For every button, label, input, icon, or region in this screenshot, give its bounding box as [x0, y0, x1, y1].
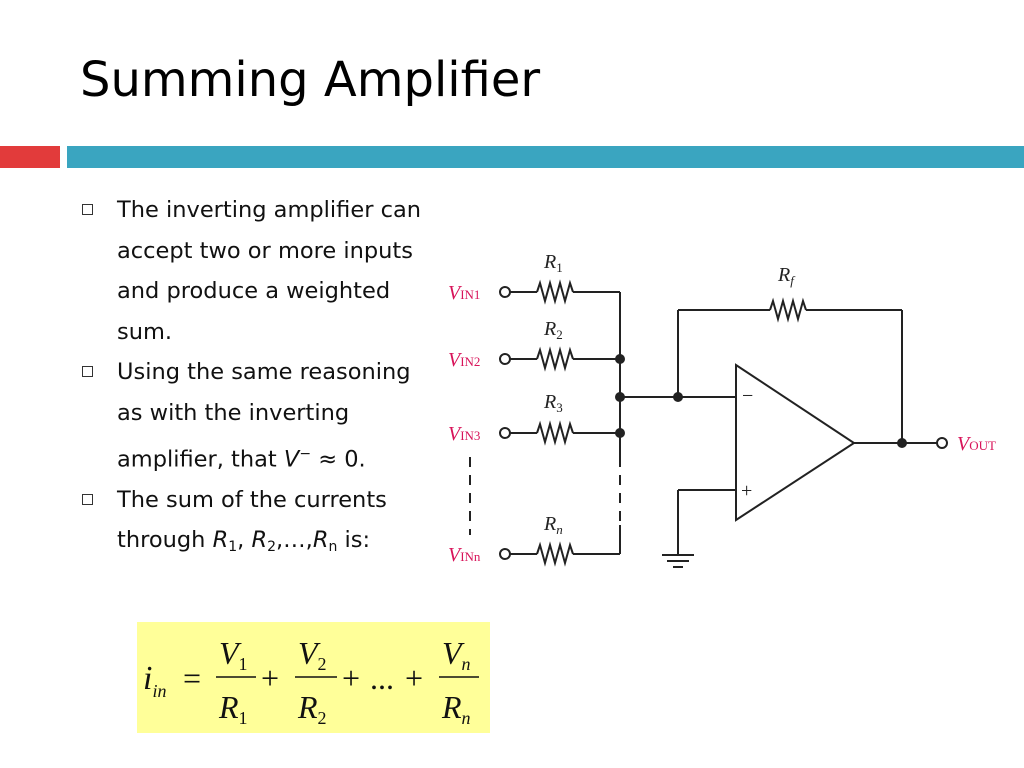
- v-minus-sup: −: [299, 445, 312, 462]
- resistor-rn: [536, 541, 574, 567]
- svg-text:V1: V1: [219, 635, 248, 674]
- r1-sub: 1: [228, 539, 238, 556]
- square-bullet-icon: [82, 493, 93, 505]
- resistor-rf: [769, 297, 807, 323]
- minus-sign: −: [742, 385, 753, 407]
- slide-title: Summing Amplifier: [80, 52, 541, 108]
- rn-var: R: [312, 527, 329, 554]
- input-terminal-1: [499, 286, 511, 298]
- input-terminal-2: [499, 353, 511, 365]
- rn-sub: n: [328, 539, 338, 556]
- svg-text:R2: R2: [297, 689, 327, 728]
- bullet-list: The inverting amplifier can accept two o…: [82, 190, 442, 568]
- svg-text:R3: R3: [543, 391, 563, 415]
- r1-var: R: [212, 527, 229, 554]
- resistor-r1: [536, 279, 574, 305]
- r2-sub: 2: [267, 539, 276, 556]
- svg-text:...: ...: [370, 660, 394, 696]
- svg-text:VIN3: VIN3: [448, 423, 480, 445]
- svg-text:Rn: Rn: [543, 513, 563, 537]
- svg-text:=: =: [183, 660, 201, 696]
- output-terminal: [936, 437, 948, 449]
- resistor-r2: [536, 346, 574, 372]
- bullet-item: Using the same reasoning as with the inv…: [82, 352, 442, 479]
- svg-text:+: +: [342, 660, 360, 696]
- v-minus-var: V: [283, 446, 300, 473]
- svg-text:VINn: VINn: [448, 544, 481, 566]
- bullet-text: The sum of the currents through: [117, 486, 387, 554]
- resistor-r3: [536, 420, 574, 446]
- op-amp-triangle: [735, 363, 856, 522]
- square-bullet-icon: [82, 204, 93, 215]
- junction-dot: [673, 392, 683, 402]
- junction-dot: [615, 354, 625, 364]
- junction-dot: [615, 392, 625, 402]
- current-sum-formula: iin = V1 R1 + V2 R2 + ... + Vn Rn: [137, 622, 490, 733]
- bullet-text: Using the same reasoning as with the inv…: [117, 359, 411, 473]
- svg-text:VOUT: VOUT: [957, 433, 996, 455]
- svg-text:VIN2: VIN2: [448, 349, 480, 371]
- bullet-text: The inverting amplifier can accept two o…: [117, 197, 422, 345]
- junction-dot: [897, 438, 907, 448]
- svg-text:R1: R1: [218, 689, 248, 728]
- summing-amplifier-circuit: VIN1 VIN2 VIN3 VINn VOUT R1 R2 R3 Rn Rf …: [448, 251, 996, 568]
- bullet-item: The inverting amplifier can accept two o…: [82, 190, 442, 352]
- svg-text:V2: V2: [298, 635, 327, 674]
- svg-text:R1: R1: [543, 251, 563, 275]
- ellipsis: ,…,: [276, 527, 313, 554]
- bullet-item: The sum of the currents through R1, R2,……: [82, 480, 442, 568]
- approx-zero: ≈ 0.: [311, 446, 366, 473]
- svg-text:Rf: Rf: [777, 264, 796, 288]
- junction-dot: [615, 428, 625, 438]
- svg-text:Rn: Rn: [441, 689, 471, 728]
- svg-text:iin: iin: [143, 660, 166, 701]
- svg-text:VIN1: VIN1: [448, 282, 480, 304]
- accent-bar-blue: [67, 146, 1024, 168]
- input-terminal-n: [499, 548, 511, 560]
- svg-text:+: +: [405, 660, 423, 696]
- square-bullet-icon: [82, 366, 93, 378]
- separator: ,: [237, 527, 252, 554]
- accent-bar-red: [0, 146, 60, 168]
- plus-sign: +: [741, 480, 752, 502]
- bullet-tail: is:: [337, 527, 371, 554]
- input-terminal-3: [499, 427, 511, 439]
- svg-text:+: +: [261, 660, 279, 696]
- svg-text:Vn: Vn: [442, 635, 471, 674]
- r2-var: R: [251, 527, 268, 554]
- svg-text:R2: R2: [543, 318, 563, 342]
